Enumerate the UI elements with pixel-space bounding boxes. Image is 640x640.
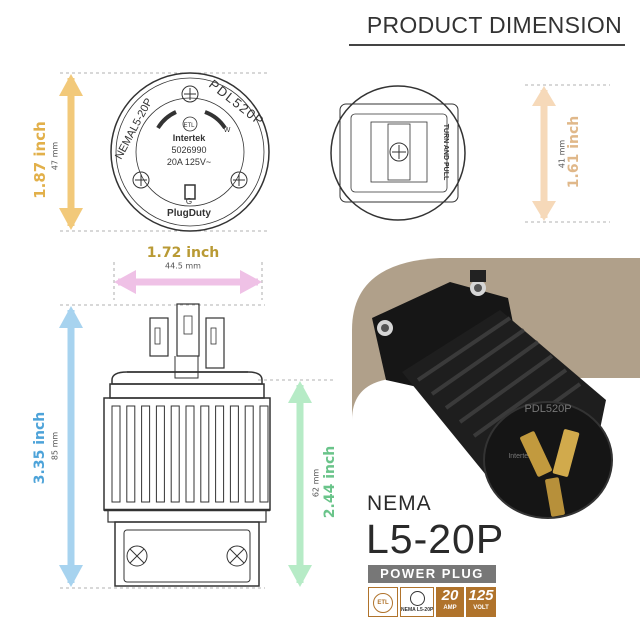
product-type-banner: POWER PLUG xyxy=(368,565,496,583)
dim-arrow-body-length xyxy=(288,381,312,587)
dim-total-length-inch: 3.35 inch xyxy=(32,411,48,485)
dim-total-length-mm: 85 mm xyxy=(50,431,60,461)
volt-unit: VOLT xyxy=(473,605,489,611)
side-engraving: TURN AND PULL xyxy=(442,124,449,181)
dim-width-inch: 1.72 inch xyxy=(146,245,220,261)
face-brand: PlugDuty xyxy=(167,208,211,219)
grip-rib xyxy=(155,405,165,503)
plug-face-drawing xyxy=(110,72,270,232)
product-model: L5-20P xyxy=(366,516,505,562)
configuration-label: NEMA L5-20P xyxy=(401,607,434,613)
product-standard: NEMA xyxy=(367,492,432,515)
dim-arrow-total-length xyxy=(59,306,83,587)
screw-icon xyxy=(181,85,199,103)
grip-rib xyxy=(229,405,239,503)
face-model-right: PDL520P xyxy=(206,77,267,130)
plug-grip-ribs xyxy=(111,405,269,503)
dim-body-length-inch: 2.44 inch xyxy=(322,445,338,519)
dim-arrow-face-height xyxy=(59,74,83,230)
plug-side-drawing xyxy=(330,85,466,221)
etl-badge: ETL xyxy=(368,587,398,617)
screw-icon xyxy=(226,545,248,567)
dim-face-height-mm: 47 mm xyxy=(50,141,60,171)
grip-rib xyxy=(111,405,121,503)
face-ground-label: G xyxy=(186,197,192,206)
dim-arrow-width xyxy=(114,270,262,294)
volt-value: 125 xyxy=(468,587,494,604)
outlet-config-icon xyxy=(409,591,425,606)
grip-rib xyxy=(259,405,269,503)
screw-icon xyxy=(126,545,148,567)
grip-rib xyxy=(185,405,195,503)
page-title: PRODUCT DIMENSION xyxy=(366,12,622,38)
amp-value: 20 xyxy=(441,587,459,604)
amp-badge: 20 AMP xyxy=(436,587,464,617)
grip-rib xyxy=(200,405,210,503)
etl-logo-icon: ETL xyxy=(373,593,393,613)
face-cert-number: 5026990 xyxy=(171,145,206,155)
plug-photo: PDL520P Intertek xyxy=(372,270,613,519)
volt-badge: 125 VOLT xyxy=(466,587,496,617)
etl-mark-icon: ETL xyxy=(183,123,195,129)
grip-rib xyxy=(141,405,151,503)
face-rating: 20A 125V~ xyxy=(167,157,211,167)
guide-lines xyxy=(60,72,610,589)
svg-text:Intertek: Intertek xyxy=(508,453,532,460)
dim-body-length-mm: 62 mm xyxy=(311,468,321,498)
screw-icon xyxy=(132,171,150,189)
dim-face-height-inch: 1.87 inch xyxy=(31,121,49,199)
dim-side-height-mm: 41 mm xyxy=(557,139,567,169)
grip-rib xyxy=(126,405,136,503)
grip-rib xyxy=(215,405,225,503)
plug-profile-drawing xyxy=(103,303,271,587)
title-underline xyxy=(349,44,625,46)
dim-arrow-side-height xyxy=(532,86,556,221)
dim-width-mm: 44.5 mm xyxy=(165,261,201,271)
grip-rib xyxy=(244,405,254,503)
svg-text:PDL520P: PDL520P xyxy=(524,403,571,415)
face-certifier: Intertek xyxy=(173,133,207,143)
configuration-badge: NEMA L5-20P xyxy=(400,587,434,617)
screw-icon xyxy=(230,171,248,189)
grip-rib xyxy=(170,405,180,503)
face-terminal-w: W xyxy=(224,127,231,134)
amp-unit: AMP xyxy=(443,605,457,611)
screw-icon xyxy=(389,142,409,162)
dim-side-height-inch: 1.61 inch xyxy=(566,115,582,189)
